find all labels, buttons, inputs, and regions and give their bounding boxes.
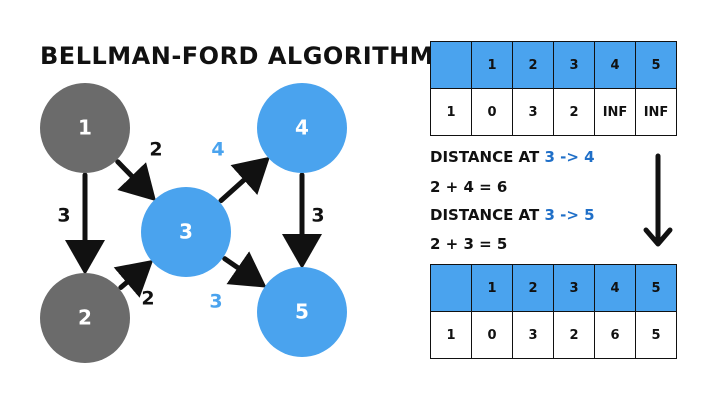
header-cell: 5 [635,264,677,312]
distance-table-before: 1 2 3 4 5 1 0 3 2 INF INF [430,41,677,136]
page-title: BELLMAN-FORD ALGORITHM [40,42,435,70]
row-cell: 3 [512,88,554,136]
table-row: 1 0 3 2 INF INF [430,88,677,136]
header-cell: 3 [553,41,595,89]
header-cell: 1 [471,41,513,89]
row-cell: 0 [471,311,513,359]
node-label-3: 3 [179,220,193,244]
row-cell: 2 [553,88,595,136]
header-cell [430,264,472,312]
header-cell: 5 [635,41,677,89]
node-label-1: 1 [78,116,92,140]
header-cell: 1 [471,264,513,312]
calc-line-sum-5: 2 + 3 = 5 [430,235,508,253]
node-1 [40,83,130,173]
edge-3-5 [222,251,267,288]
row-cell: 2 [553,311,595,359]
header-cell: 4 [594,264,636,312]
node-label-5: 5 [295,300,309,324]
row-cell: 6 [594,311,636,359]
header-cell: 3 [553,264,595,312]
table-header-row: 1 2 3 4 5 [430,264,677,312]
header-cell [430,41,472,89]
row-cell: 5 [635,311,677,359]
calc-from-node: 3 [544,206,555,224]
header-cell: 4 [594,41,636,89]
calc-text: DISTANCE AT [430,148,545,166]
header-cell: 2 [512,41,554,89]
node-label-4: 4 [295,116,309,140]
calc-line-distance-3-5: DISTANCE AT 3 -> 5 [430,206,595,224]
edge-weight-2-3: 2 [141,288,154,310]
calc-arrow: -> [554,148,585,166]
row-cell: INF [635,88,677,136]
calc-arrow: -> [554,206,585,224]
calc-line-distance-3-4: DISTANCE AT 3 -> 4 [430,148,595,166]
calc-from-node: 3 [544,148,555,166]
row-cell: 1 [430,311,472,359]
table-row: 1 0 3 2 6 5 [430,311,677,359]
calc-to-node: 5 [584,206,595,224]
distance-table-after: 1 2 3 4 5 1 0 3 2 6 5 [430,264,677,359]
row-cell: 3 [512,311,554,359]
row-cell: INF [594,88,636,136]
row-cell: 1 [430,88,472,136]
edge-1-3 [115,159,157,202]
node-5 [257,267,347,357]
node-label-2: 2 [78,306,92,330]
header-cell: 2 [512,264,554,312]
calc-line-sum-6: 2 + 4 = 6 [430,178,508,196]
node-3 [141,187,231,277]
row-cell: 0 [471,88,513,136]
node-4 [257,83,347,173]
edge-2-3 [113,259,154,298]
table-header-row: 1 2 3 4 5 [430,41,677,89]
edge-weight-1-3: 2 [149,139,162,161]
edge-3-4 [218,156,270,204]
edge-weight-3-5: 3 [209,291,222,313]
down-arrow-icon [643,153,673,247]
edge-weight-4-5: 3 [311,205,324,227]
edge-weight-3-4: 4 [211,139,224,161]
calc-text: DISTANCE AT [430,206,545,224]
calc-to-node: 4 [584,148,595,166]
node-2 [40,273,130,363]
edge-weight-1-2: 3 [57,205,70,227]
